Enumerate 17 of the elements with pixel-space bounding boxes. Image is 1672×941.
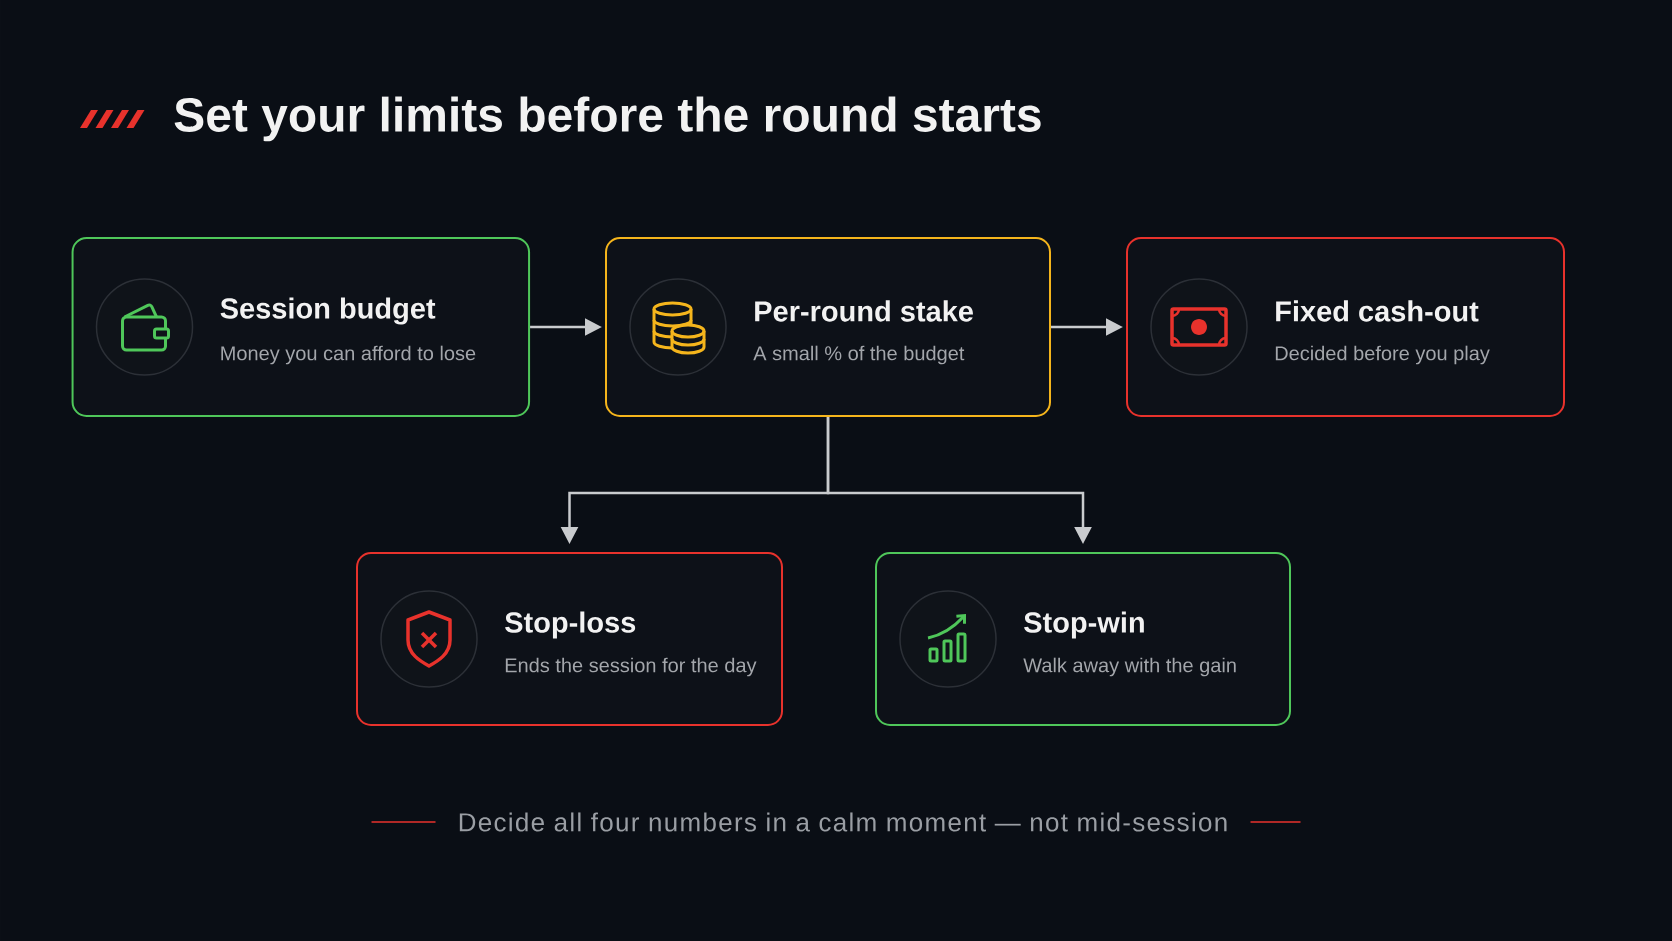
card-text: Money you can afford to lose <box>221 345 476 365</box>
card-title: Session budget <box>220 297 436 325</box>
card-title: Per-round stake <box>755 300 973 322</box>
title: Set your limits before the round starts <box>174 96 1041 142</box>
card-title: Stop-loss <box>505 611 636 639</box>
card-title: Stop-win <box>1024 611 1144 639</box>
card-title: Fixed cash-out <box>1276 300 1479 322</box>
caption: Decide all four numbers in a calm moment — not mid-session <box>459 812 1227 832</box>
step-card <box>1126 237 1565 417</box>
step-card <box>356 552 783 726</box>
card-text: Decided before you play <box>1275 345 1490 365</box>
step-card <box>605 237 1051 417</box>
card-text: A small % of the budget <box>753 345 965 365</box>
step-card <box>71 237 531 417</box>
step-card <box>875 552 1291 726</box>
card-text: Walk away with the gain <box>1023 657 1236 677</box>
card-text: Ends the session for the day <box>505 657 757 677</box>
